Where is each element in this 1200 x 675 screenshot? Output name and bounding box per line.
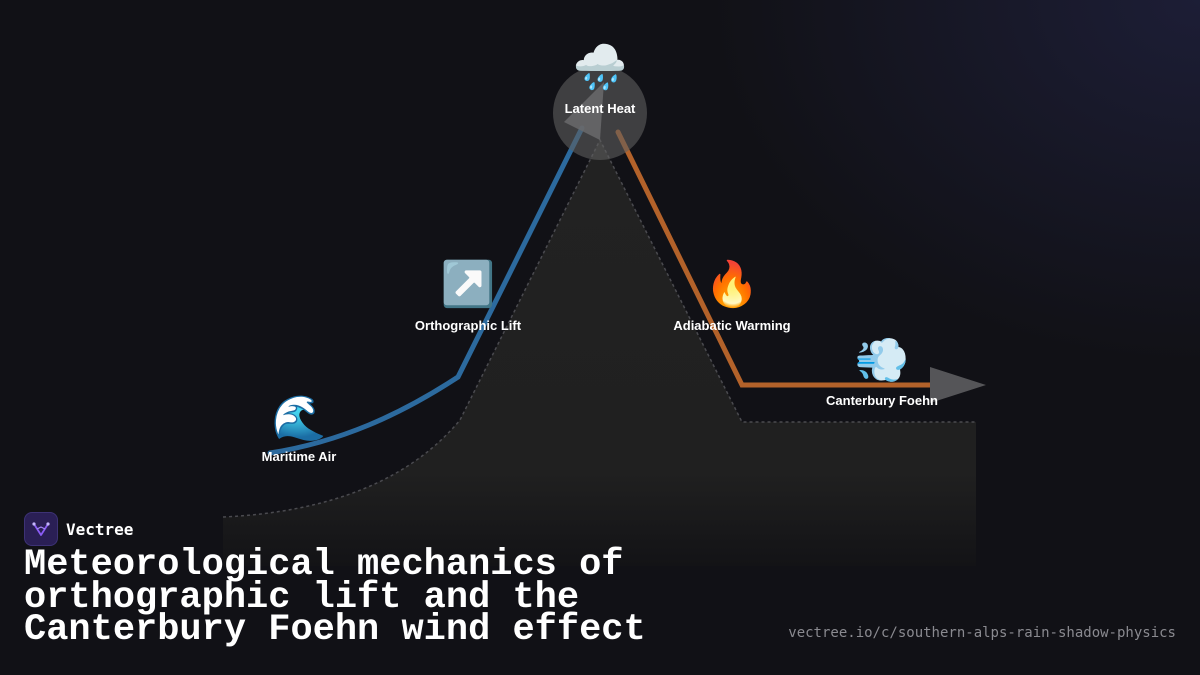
wave-icon: 🌊 [271,393,327,444]
leeward-airflow-path [615,129,943,388]
page-title: Meteorological mechanics of orthographic… [24,544,646,651]
vectree-logo-icon [24,512,58,546]
fire-icon: 🔥 [704,259,760,310]
source-url[interactable]: vectree.io/c/southern-alps-rain-shadow-p… [788,625,1176,641]
up-right-arrow-icon: ↗️ [440,259,496,310]
rain-cloud-icon: 🌧️ [572,42,628,93]
canterbury-foehn-label: Canterbury Foehn [826,393,938,408]
wind-icon: 💨 [854,335,910,386]
brand-name: Vectree [66,519,134,539]
mountain-outline [222,138,976,518]
ascent-arrowhead [564,82,604,140]
adiabatic-warming-label: Adiabatic Warming [673,318,791,333]
latent-heat-label: Latent Heat [564,101,636,116]
windward-airflow-path [267,125,585,456]
orthographic-lift-label: Orthographic Lift [414,318,522,333]
brand: Vectree [24,512,133,546]
maritime-air-label: Maritime Air [261,449,337,464]
mountain-silhouette [223,140,976,566]
foehn-arrowhead [930,367,986,403]
